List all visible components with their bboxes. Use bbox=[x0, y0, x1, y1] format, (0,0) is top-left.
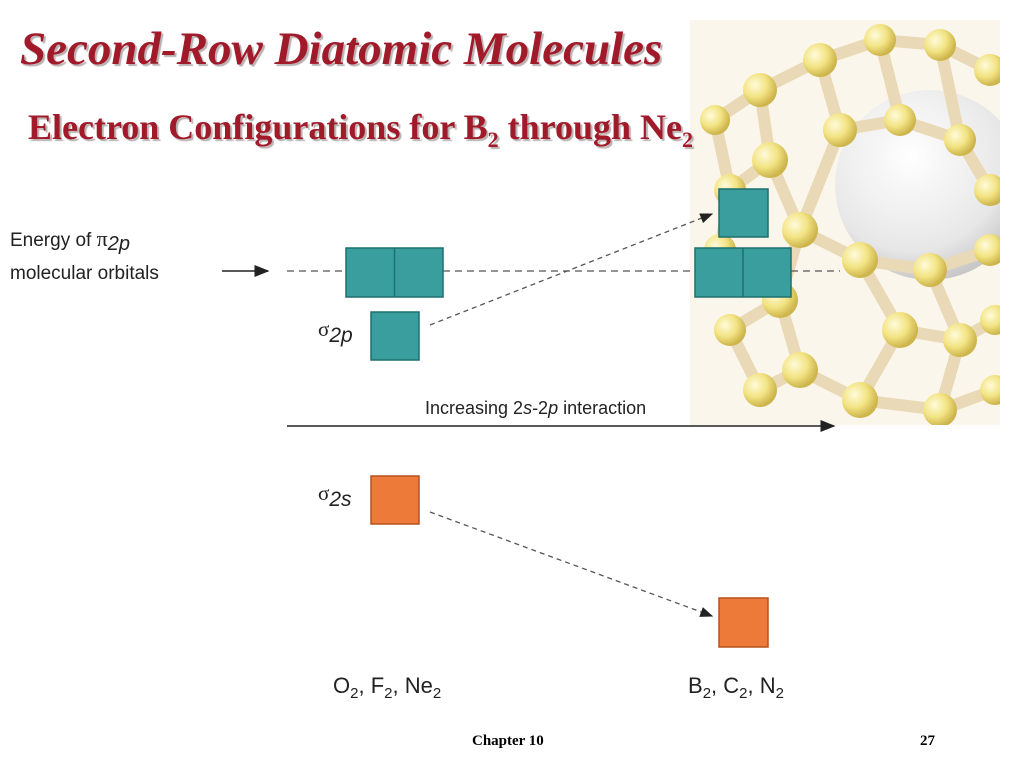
pi2p-orbital-left bbox=[345, 247, 444, 298]
sigma2p-orbital-left bbox=[370, 311, 420, 361]
sigma2s-label: σ2s bbox=[318, 481, 352, 511]
interaction-label: Increasing 2s-2p interaction bbox=[425, 398, 646, 418]
pi2p-energy-label-line2: molecular orbitals bbox=[10, 263, 159, 284]
sigma2s-shift-arrow bbox=[429, 511, 714, 617]
slide-subtitle: Electron Configurations for B2 through N… bbox=[28, 107, 694, 152]
footer-page-number: 27 bbox=[920, 733, 935, 749]
sigma2s-orbital-left bbox=[370, 475, 420, 525]
pi2p-orbital-right bbox=[694, 247, 792, 298]
sigma2p-label: σ2p bbox=[318, 317, 353, 347]
footer-chapter: Chapter 10 bbox=[472, 733, 544, 749]
slide-title: Second-Row Diatomic Molecules bbox=[20, 23, 663, 75]
sigma2p-orbital-right bbox=[718, 188, 769, 238]
sigma2p-shift-arrow bbox=[429, 213, 714, 326]
left-molecule-group-label: O2, F2, Ne2 bbox=[333, 673, 441, 702]
right-molecule-group-label: B2, C2, N2 bbox=[688, 673, 784, 702]
pi2p-energy-label-line1: Energy of π2p bbox=[10, 226, 130, 255]
sigma2s-orbital-right bbox=[718, 597, 769, 648]
